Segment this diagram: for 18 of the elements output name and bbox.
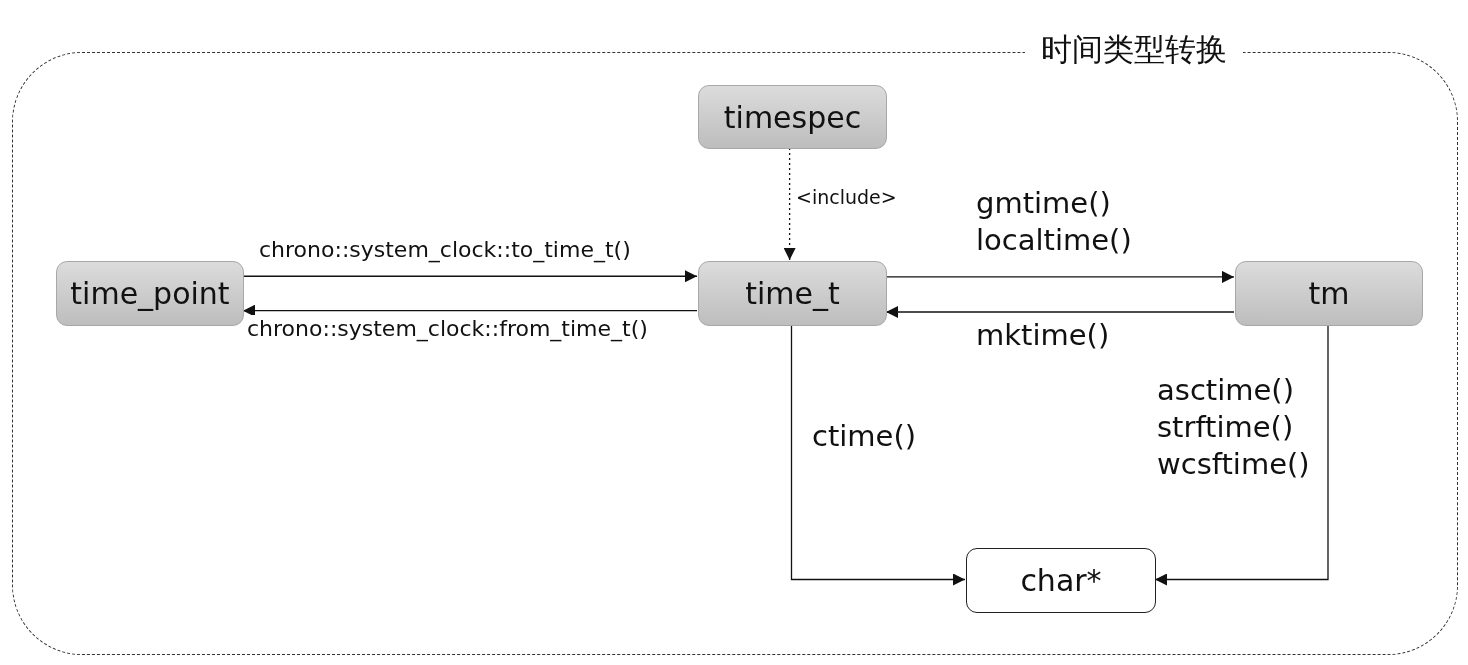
type-name: tm: [1308, 276, 1350, 311]
type-box: [1235, 261, 1423, 326]
arrow: [885, 306, 1235, 318]
type-box: [698, 261, 887, 326]
arrow: [783, 147, 796, 261]
edge-label: chrono::system_clock::from_time_t(): [247, 315, 648, 344]
arrow: [242, 304, 698, 317]
type-name: timespec: [723, 99, 862, 135]
type-name: time_t: [745, 276, 840, 311]
type-box: [56, 261, 244, 326]
type-box: [966, 548, 1156, 613]
arrow: [1154, 324, 1329, 586]
arrow: [242, 270, 698, 283]
arrow: [885, 270, 1235, 283]
arrow: [790, 324, 966, 586]
type-name: time_point: [70, 276, 230, 311]
type-box: [698, 85, 887, 149]
type-name: char*: [1020, 563, 1102, 598]
